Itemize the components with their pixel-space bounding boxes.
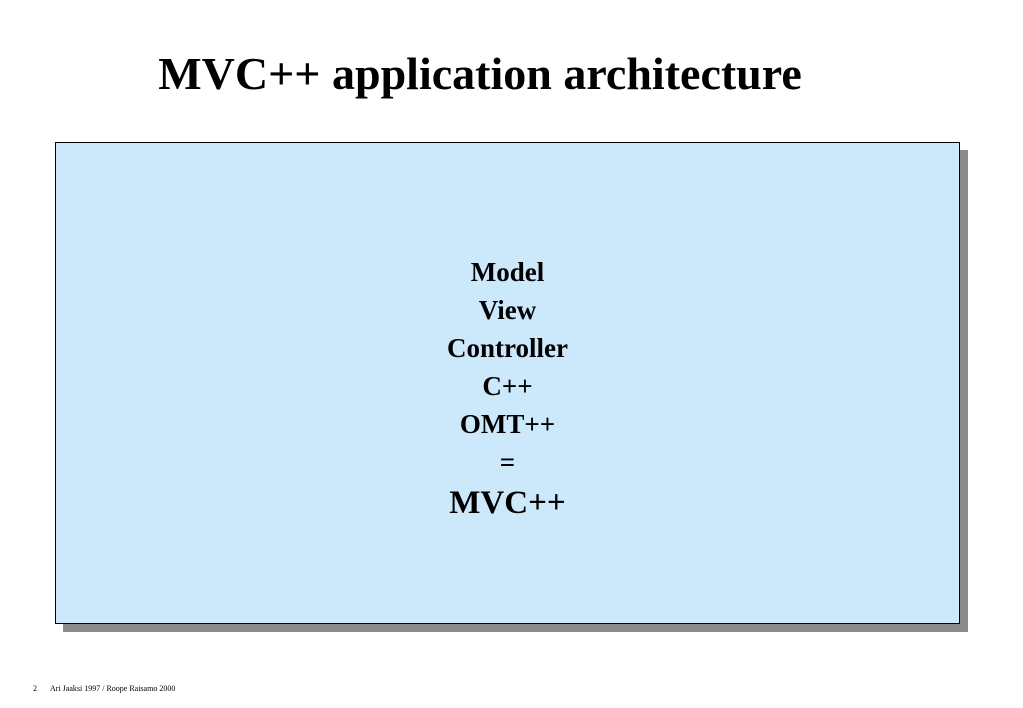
formula-stack: Model View Controller C++ OMT++ = MVC++ — [56, 253, 959, 525]
stack-line-omt: OMT++ — [459, 409, 556, 439]
content-box: Model View Controller C++ OMT++ = MVC++ — [55, 142, 960, 624]
footer: 2 Ari Jaaksi 1997 / Roope Raisamo 2000 — [33, 684, 175, 693]
stack-line-view: View — [478, 295, 537, 325]
slide-title: MVC++ application architecture — [158, 48, 802, 99]
page-number: 2 — [33, 684, 37, 693]
stack-line-equals: = — [499, 447, 516, 477]
stack-result: MVC++ — [449, 485, 566, 521]
stack-line-cpp: C++ — [482, 371, 533, 401]
stack-line-controller: Controller — [447, 333, 568, 363]
footer-credit: Ari Jaaksi 1997 / Roope Raisamo 2000 — [50, 684, 176, 693]
stack-line-model: Model — [470, 257, 545, 287]
